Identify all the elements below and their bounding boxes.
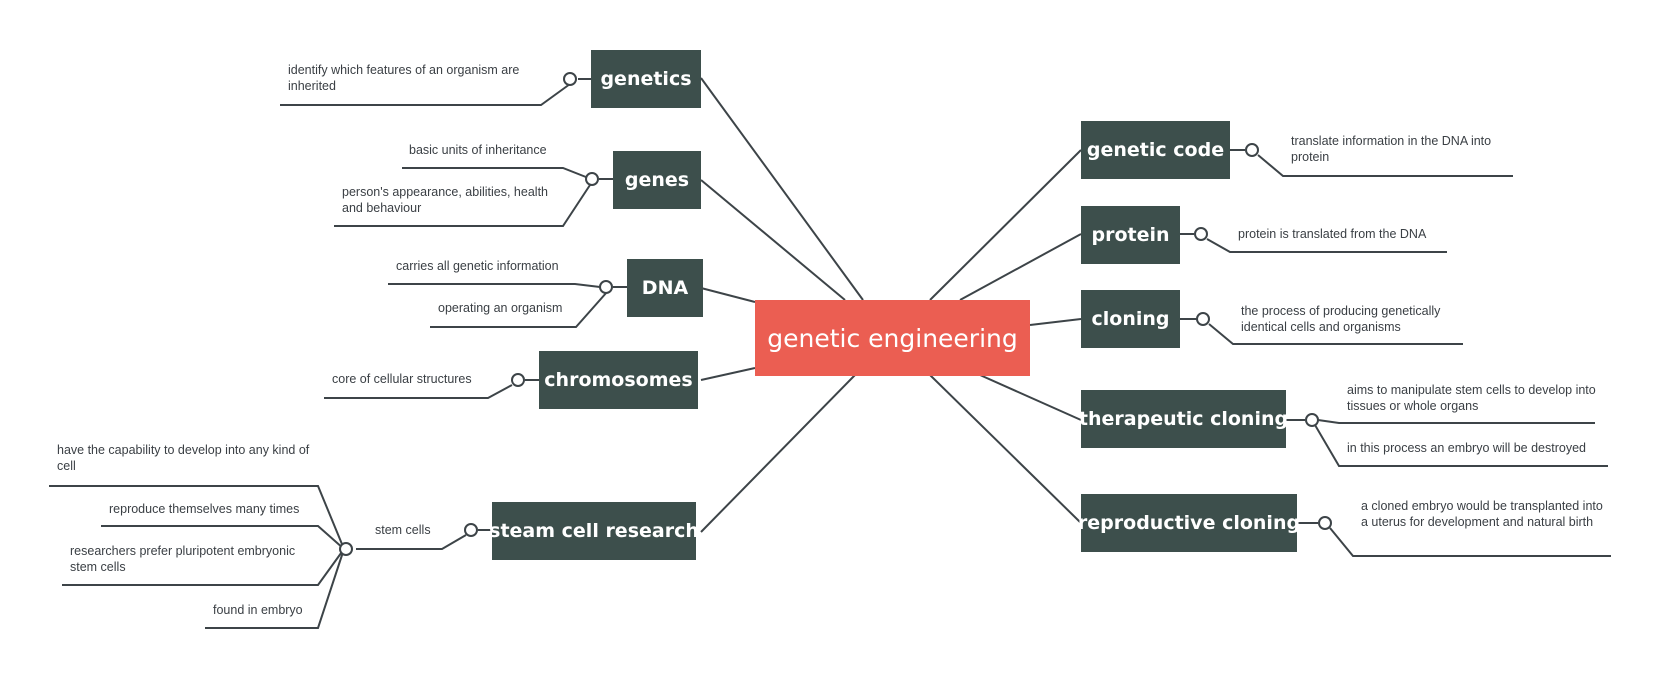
subtopic[interactable]: basic units of inheritance (409, 143, 547, 157)
edge-cloning (1029, 318, 1082, 326)
subtopic[interactable]: person's appearance, abilities, health a… (342, 185, 548, 215)
subtopic[interactable]: the process of producing genetically ide… (1241, 304, 1441, 334)
edge-stem-cell-research (700, 374, 856, 533)
topic-therapeutic-cloning[interactable]: therapeutic cloning (1079, 390, 1288, 448)
topic-steam-cell-research[interactable]: steam cell research (489, 502, 699, 560)
subtopic-stem-cells[interactable]: stem cells (375, 523, 431, 537)
topic-genetic-code[interactable]: genetic code (1081, 121, 1230, 179)
subtopic[interactable]: protein is translated from the DNA (1238, 227, 1427, 241)
subtopic[interactable]: operating an organism (438, 301, 563, 315)
subtopic[interactable]: core of cellular structures (332, 372, 472, 386)
subtopic[interactable]: in this process an embryo will be destro… (1347, 441, 1587, 455)
topic-cloning[interactable]: cloning (1081, 290, 1180, 348)
subtopic[interactable]: researchers prefer pluripotent embryonic… (70, 544, 296, 574)
edge-genes (700, 179, 846, 301)
subtopic[interactable]: have the capability to develop into any … (57, 443, 310, 473)
subtopic[interactable]: a cloned embryo would be transplanted in… (1361, 499, 1603, 529)
topic-dna[interactable]: DNA (627, 259, 703, 317)
leaf-line (280, 83, 571, 106)
edge-genetics (700, 77, 864, 301)
connector-dot (563, 72, 577, 86)
subtopic[interactable]: aims to manipulate stem cells to develop… (1347, 383, 1596, 413)
edge-therapeutic-cloning (979, 374, 1082, 421)
subtopic[interactable]: found in embryo (213, 603, 303, 617)
edge-chromosomes (700, 367, 756, 381)
topic-protein[interactable]: protein (1081, 206, 1180, 264)
edge-protein (959, 233, 1082, 301)
topic-chromosomes[interactable]: chromosomes (539, 351, 698, 409)
topic-genes[interactable]: genes (613, 151, 701, 209)
subtopic[interactable]: translate information in the DNA into pr… (1291, 134, 1492, 164)
subtopic[interactable]: carries all genetic information (396, 259, 559, 273)
edge-reproductive-cloning (929, 374, 1082, 524)
subtopic[interactable]: identify which features of an organism a… (288, 63, 520, 93)
subtopic[interactable]: reproduce themselves many times (109, 502, 300, 516)
topic-reproductive-cloning[interactable]: reproductive cloning (1078, 494, 1300, 552)
topic-genetics[interactable]: genetics (591, 50, 701, 108)
edge-dna (700, 287, 756, 303)
central-topic[interactable]: genetic engineering (755, 300, 1030, 376)
edge-genetic-code (929, 149, 1082, 301)
